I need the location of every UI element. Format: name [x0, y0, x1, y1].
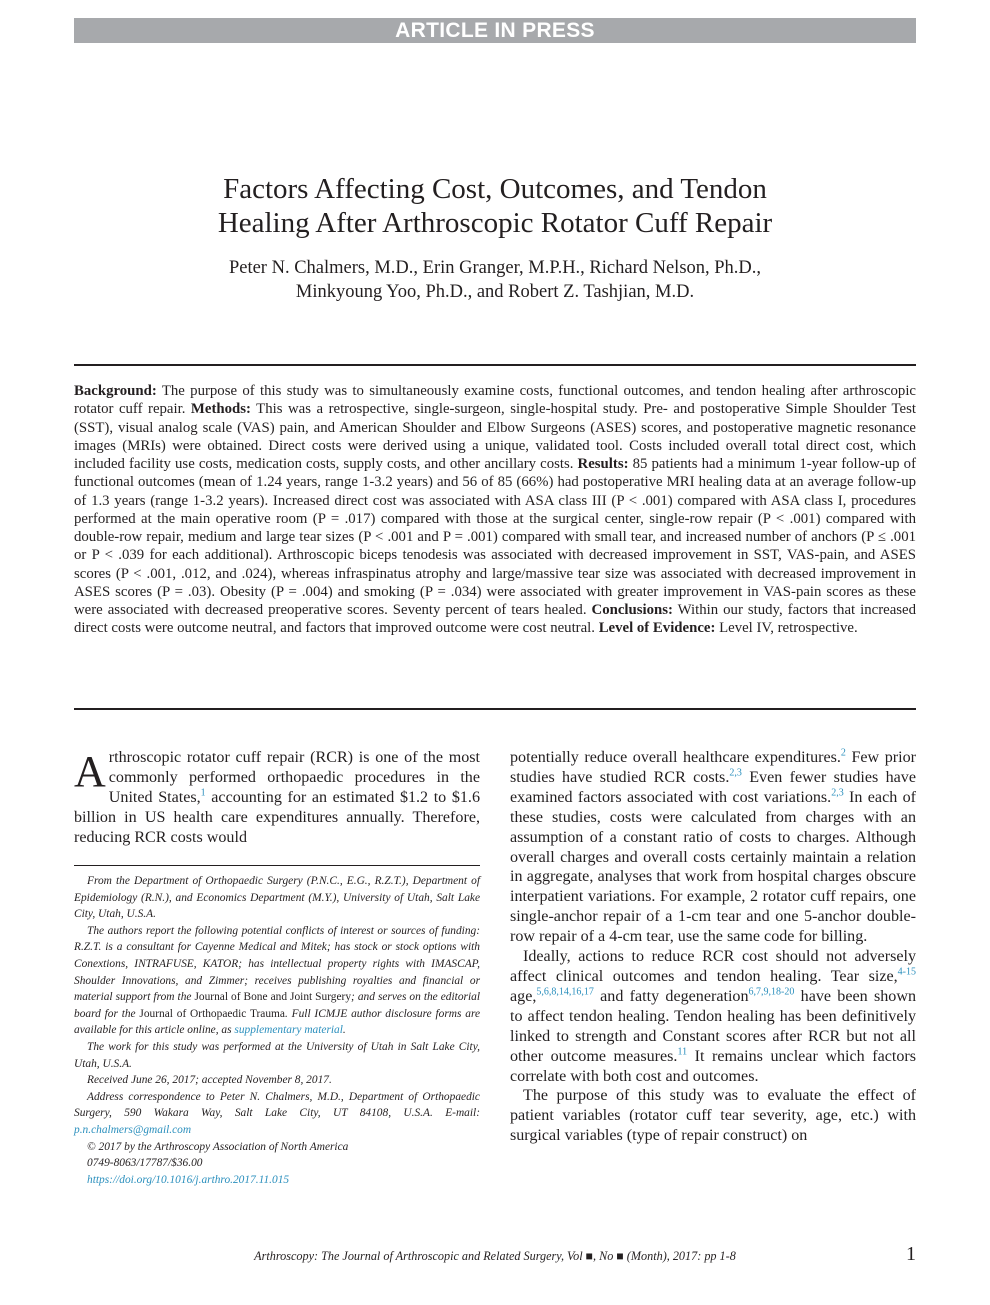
right-column: potentially reduce overall healthcare ex…: [510, 748, 916, 1146]
body-text: have been shown to affect tendon healing…: [510, 987, 916, 1065]
level-of-evidence-text: Level IV, retrospective.: [715, 620, 858, 637]
conclusions-label: Conclusions:: [591, 602, 673, 618]
abstract-bottom-rule: [74, 708, 916, 710]
body-paragraph-1: potentially reduce overall healthcare ex…: [510, 748, 916, 947]
body-text: Even fewer studies have examined factors…: [510, 768, 916, 806]
page-footer: Arthroscopy: The Journal of Arthroscopic…: [74, 1243, 916, 1267]
body-paragraph-3: The purpose of this study was to evaluat…: [510, 1087, 916, 1145]
footnotes: From the Department of Orthopaedic Surge…: [74, 873, 480, 1188]
citation-link[interactable]: 2: [840, 747, 846, 759]
citation-link[interactable]: 11: [677, 1046, 688, 1058]
page-number: 1: [906, 1243, 916, 1265]
conflict-footnote: The authors report the following potenti…: [74, 923, 480, 1039]
body-paragraph-2: Ideally, actions to reduce RCR cost shou…: [510, 947, 916, 1086]
doi-link[interactable]: https://doi.org/10.1016/j.arthro.2017.11…: [87, 1173, 290, 1186]
level-of-evidence-label: Level of Evidence:: [598, 620, 716, 637]
article-in-press-banner: ARTICLE IN PRESS: [74, 18, 916, 43]
title-line-1: Factors Affecting Cost, Outcomes, and Te…: [223, 173, 767, 205]
intro-text-b: accounting for an estimated $1.2 to $1.6…: [74, 788, 481, 846]
intro-text-a: rthroscopic rotator cuff repair (RCR) is…: [108, 749, 480, 806]
body-text: and fatty degeneration: [593, 987, 749, 1005]
results-label: Results:: [577, 456, 629, 472]
citation-link[interactable]: 2,3: [729, 767, 742, 779]
journal-name: Journal of Orthopaedic Trauma: [139, 1007, 285, 1020]
body-text: In each of these studies, costs were cal…: [510, 788, 917, 946]
issn-footnote: 0749-8063/17787/$36.00: [87, 1157, 203, 1170]
journal-name: Journal of Bone and Joint Surgery: [194, 991, 352, 1004]
authors-line-1: Peter N. Chalmers, M.D., Erin Granger, M…: [228, 258, 762, 278]
footnote-rule: [74, 865, 480, 866]
methods-text: This was a retrospective, single-surgeon…: [74, 401, 916, 472]
abstract-top-rule: [74, 364, 916, 366]
citation-link[interactable]: 4-15: [897, 966, 916, 978]
conflict-text-c: . Full ICMJE author disclosure forms are…: [74, 1007, 481, 1037]
body-text: potentially reduce overall healthcare ex…: [510, 749, 841, 766]
correspondence-text: Address correspondence to Peter N. Chalm…: [74, 1090, 480, 1120]
institution-footnote: The work for this study was performed at…: [74, 1040, 480, 1070]
body-text: age,: [510, 987, 537, 1005]
copyright-footnote: © 2017 by the Arthroscopy Association of…: [87, 1140, 349, 1153]
supplementary-material-link[interactable]: supplementary material: [234, 1024, 343, 1037]
dropcap: A: [74, 747, 106, 796]
received-footnote: Received June 26, 2017; accepted Novembe…: [87, 1074, 332, 1087]
citation-link[interactable]: 2,3: [831, 787, 844, 799]
citation-link[interactable]: 5,6,8,14,16,17: [536, 986, 594, 998]
citation-link[interactable]: 6,7,9,18-20: [748, 986, 795, 998]
abstract: Background: The purpose of this study wa…: [74, 382, 916, 638]
background-text: The purpose of this study was to simulta…: [74, 383, 916, 418]
affiliation-footnote: From the Department of Orthopaedic Surge…: [74, 875, 480, 921]
doi-footnote: https://doi.org/10.1016/j.arthro.2017.11…: [74, 1172, 480, 1189]
email-link[interactable]: p.n.chalmers@gmail.com: [74, 1123, 192, 1136]
body-text: It remains unclear which factors correla…: [510, 1047, 916, 1085]
conflict-text-a: The authors report the following potenti…: [74, 924, 480, 1004]
authors-line-2: Minkyoung Yoo, Ph.D., and Robert Z. Tash…: [295, 282, 695, 302]
background-label: Background:: [74, 383, 157, 399]
citation-link[interactable]: 1: [200, 787, 206, 799]
conflict-text-d: .: [342, 1024, 346, 1037]
methods-label: Methods:: [190, 401, 251, 418]
title-line-2: Healing After Arthroscopic Rotator Cuff …: [217, 207, 773, 239]
conflict-text-b: ; and serves on the editorial board for …: [74, 991, 480, 1020]
results-text: 85 patients had a minimum 1-year follow-…: [74, 456, 916, 618]
body-text: Ideally, actions to reduce RCR cost shou…: [510, 948, 916, 985]
author-list: Peter N. Chalmers, M.D., Erin Granger, M…: [74, 256, 916, 304]
article-title: Factors Affecting Cost, Outcomes, and Te…: [74, 172, 916, 240]
conclusions-text: Within our study, factors that increased…: [74, 602, 916, 637]
body-text: Few prior studies have studied RCR costs…: [510, 749, 916, 786]
correspondence-footnote: Address correspondence to Peter N. Chalm…: [74, 1089, 480, 1139]
journal-citation: Arthroscopy: The Journal of Arthroscopic…: [254, 1249, 736, 1263]
